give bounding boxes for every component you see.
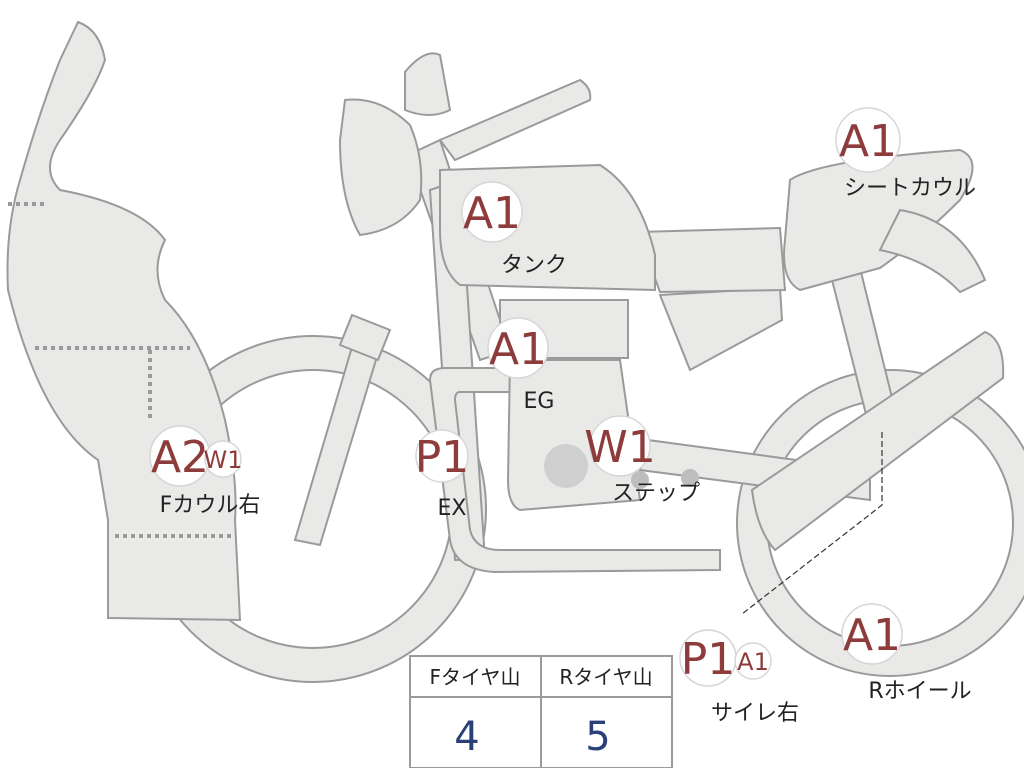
mirror <box>404 52 452 116</box>
silencer-grade: P1 <box>681 634 736 685</box>
f-cowl-grade2-badge: W1 <box>204 440 243 478</box>
silencer-label: サイレ右 <box>711 701 799 726</box>
step-grade: W1 <box>584 422 656 473</box>
f-cowl-grade2: W1 <box>204 446 243 474</box>
silencer-grade-badge: P1 <box>679 629 737 687</box>
engine-label: EG <box>524 389 555 414</box>
tail-piece <box>878 208 987 294</box>
f-cowl-grade: A2 <box>151 432 209 483</box>
headlight <box>338 98 423 237</box>
seat-cowl-grade-badge: A1 <box>835 107 901 173</box>
silencer-grade2: A1 <box>737 648 769 676</box>
engine-grade-badge: A1 <box>487 317 549 379</box>
r-wheel-label: Rホイール <box>868 679 971 704</box>
rear-wheel <box>736 369 1024 677</box>
rear-tire-header: Rタイヤ山 <box>559 665 652 689</box>
exhaust-pipe <box>428 367 721 574</box>
silencer <box>750 330 1005 552</box>
silencer-leader-line <box>741 432 883 615</box>
seat-cowl-grade: A1 <box>839 116 897 167</box>
step-peg-1 <box>631 471 649 489</box>
front-tire-header: Fタイヤ山 <box>430 665 521 689</box>
r-wheel-grade: A1 <box>843 610 901 661</box>
exhaust-grade: P1 <box>415 432 470 483</box>
step-grade-badge: W1 <box>584 415 656 477</box>
engine-cover <box>544 444 588 488</box>
engine-grade: A1 <box>489 324 547 375</box>
rear-fender <box>658 286 784 372</box>
tire-table: Fタイヤ山 Rタイヤ山 4 5 <box>409 655 673 768</box>
tank-grade: A1 <box>463 188 521 239</box>
seat <box>636 226 787 294</box>
f-cowl-grade-badge: A2 <box>149 425 211 487</box>
front-cowl <box>6 20 242 622</box>
tank-label: タンク <box>501 253 567 278</box>
silencer-grade2-badge: A1 <box>734 642 772 680</box>
f-cowl-label: Fカウル右 <box>160 493 261 518</box>
tank-grade-badge: A1 <box>461 181 523 243</box>
handlebar <box>438 78 592 162</box>
step-label: ステップ <box>612 481 700 506</box>
front-tire-value: 4 <box>454 714 479 760</box>
seat-cowl-label: シートカウル <box>844 176 976 201</box>
fork-bracket <box>338 313 392 362</box>
exhaust-label: EX <box>438 496 467 521</box>
step-peg-2 <box>681 469 699 487</box>
exhaust-grade-badge: P1 <box>415 429 470 483</box>
r-wheel-grade-badge: A1 <box>841 603 903 665</box>
rear-tire-value: 5 <box>585 714 610 760</box>
